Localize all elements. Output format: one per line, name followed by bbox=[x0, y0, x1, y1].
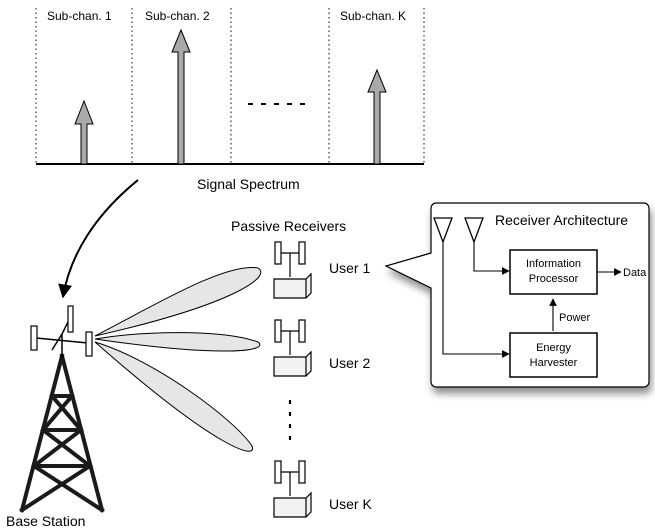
spectrum-to-station-arrow bbox=[58, 179, 139, 299]
station-antenna-array bbox=[35, 317, 89, 358]
subchannel-2-arrow bbox=[171, 28, 191, 165]
user-k-label: User K bbox=[329, 496, 372, 512]
beam-user-k bbox=[94, 341, 254, 452]
information-processor-label-line1: Information bbox=[526, 258, 581, 270]
spectrum-title: Signal Spectrum bbox=[197, 176, 300, 192]
subchannel-arrows bbox=[74, 28, 387, 165]
power-label: Power bbox=[559, 312, 591, 324]
energy-harvester-label-line2: Harvester bbox=[530, 357, 578, 369]
antenna-to-harvester-arrow bbox=[442, 242, 510, 358]
energy-harvester-label-line1: Energy bbox=[536, 342, 571, 354]
beam-user-2 bbox=[94, 332, 261, 352]
information-processor-box bbox=[509, 249, 598, 295]
user-1-terminal-icon bbox=[273, 241, 312, 299]
subchannel-k-arrow bbox=[367, 68, 387, 165]
user-1-label: User 1 bbox=[329, 260, 370, 276]
antenna-to-processor-arrow bbox=[473, 242, 510, 275]
subchannel-k-label: Sub-chan. K bbox=[340, 9, 406, 23]
architecture-connections bbox=[442, 242, 622, 358]
information-processor-label-line2: Processor bbox=[529, 273, 579, 285]
passive-receivers: Passive Receivers User 1 User 2 bbox=[231, 218, 372, 518]
subchannel-2-label: Sub-chan. 2 bbox=[145, 9, 210, 23]
energy-harvester-box bbox=[509, 332, 598, 378]
beams bbox=[94, 266, 262, 452]
receivers-title: Passive Receivers bbox=[231, 218, 346, 234]
base-station: Base Station bbox=[6, 305, 105, 529]
beam-user-1 bbox=[94, 266, 262, 337]
tower-icon bbox=[19, 353, 105, 513]
user-2-terminal-icon bbox=[273, 319, 312, 377]
subchannel-1-label: Sub-chan. 1 bbox=[47, 9, 112, 23]
receiver-antennas-icon bbox=[433, 217, 484, 244]
data-label: Data bbox=[623, 267, 647, 279]
receiver-architecture-callout: Receiver Architecture Information Proces… bbox=[384, 202, 650, 388]
subchannel-1-arrow bbox=[74, 99, 94, 165]
signal-spectrum: Sub-chan. 1 Sub-chan. 2 Sub-chan. K Sign… bbox=[35, 8, 425, 192]
channel-dividers bbox=[35, 8, 425, 163]
architecture-title: Receiver Architecture bbox=[495, 212, 628, 228]
base-station-label: Base Station bbox=[6, 513, 85, 529]
station-antenna-panels bbox=[30, 305, 93, 357]
user-k-terminal-icon bbox=[273, 460, 312, 518]
user-2-label: User 2 bbox=[329, 355, 370, 371]
